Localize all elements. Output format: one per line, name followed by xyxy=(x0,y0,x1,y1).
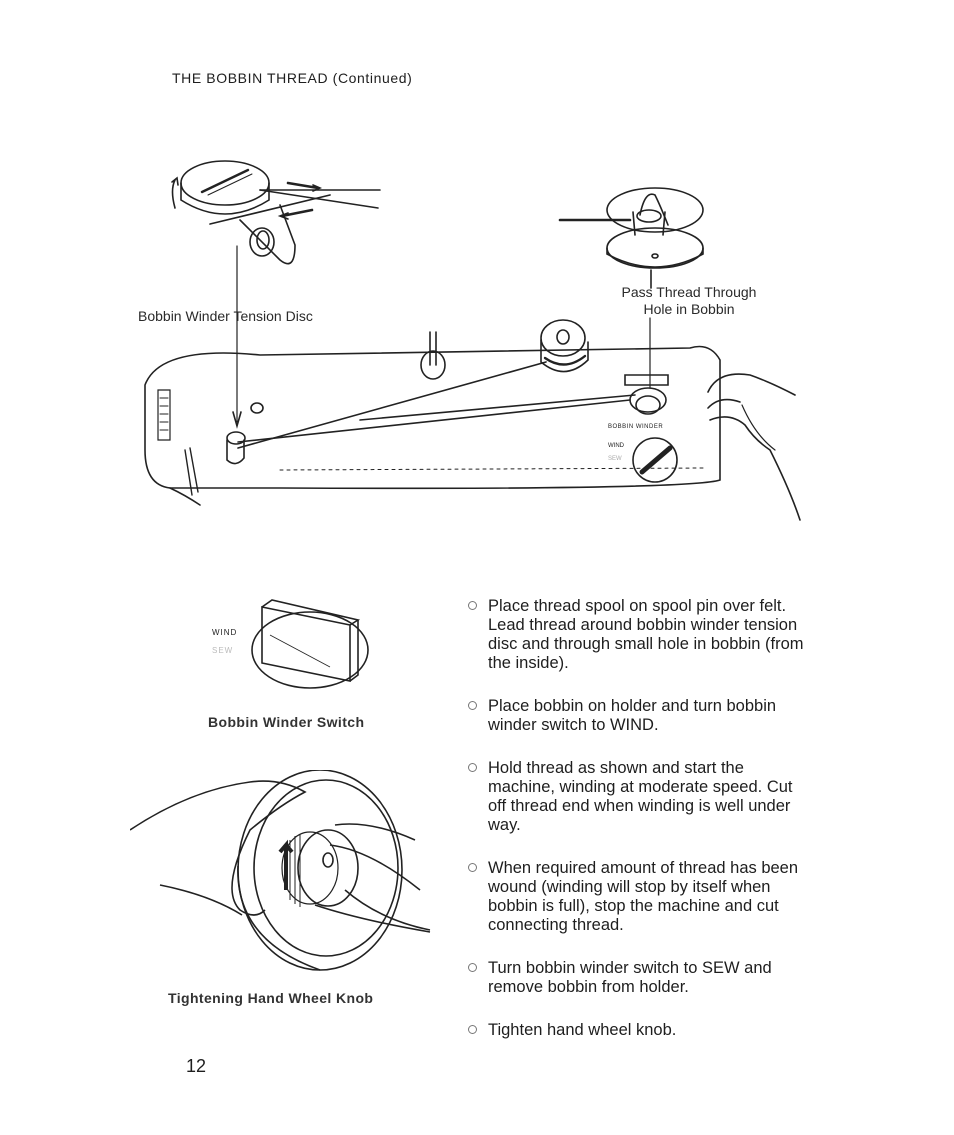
switch-label-wind: WIND xyxy=(212,628,237,637)
machine-label-bobbin-winder: BOBBIN WINDER xyxy=(608,424,663,430)
bullet-icon xyxy=(468,701,477,710)
instruction-step: Turn bobbin winder switch to SEW and rem… xyxy=(468,959,808,997)
machine-label-wind: WIND xyxy=(608,443,625,449)
caption-hand-wheel-knob: Tightening Hand Wheel Knob xyxy=(168,990,374,1006)
bullet-icon xyxy=(468,601,477,610)
callout-pass-thread: Pass Thread Through Hole in Bobbin xyxy=(621,284,757,317)
bobbin-winding-illustration: BOBBIN WINDER WIND SEW xyxy=(144,160,801,521)
tension-disc-detail xyxy=(171,160,381,265)
instruction-step: Place bobbin on holder and turn bobbin w… xyxy=(468,697,808,735)
bullet-icon xyxy=(468,963,477,972)
bobbin-detail xyxy=(558,187,704,289)
bobbin-winder-switch-illustration: WIND SEW xyxy=(212,599,369,689)
bullet-icon xyxy=(468,763,477,772)
page-header: THE BOBBIN THREAD (Continued) xyxy=(172,70,413,86)
instruction-step: When required amount of thread has been … xyxy=(468,859,808,935)
instruction-steps: Place thread spool on spool pin over fel… xyxy=(468,597,808,1040)
switch-label-sew: SEW xyxy=(212,646,233,655)
instruction-step: Hold thread as shown and start the machi… xyxy=(468,759,808,835)
caption-bobbin-winder-switch: Bobbin Winder Switch xyxy=(208,714,365,730)
callout-tension-disc: Bobbin Winder Tension Disc xyxy=(138,308,313,324)
instruction-step: Place thread spool on spool pin over fel… xyxy=(468,597,808,673)
bullet-icon xyxy=(468,1025,477,1034)
machine-label-sew: SEW xyxy=(608,456,622,462)
bullet-icon xyxy=(468,863,477,872)
page-number: 12 xyxy=(186,1056,207,1076)
machine-top xyxy=(144,319,801,521)
hand-wheel-illustration xyxy=(130,770,431,971)
instruction-step: Tighten hand wheel knob. xyxy=(468,1021,808,1040)
